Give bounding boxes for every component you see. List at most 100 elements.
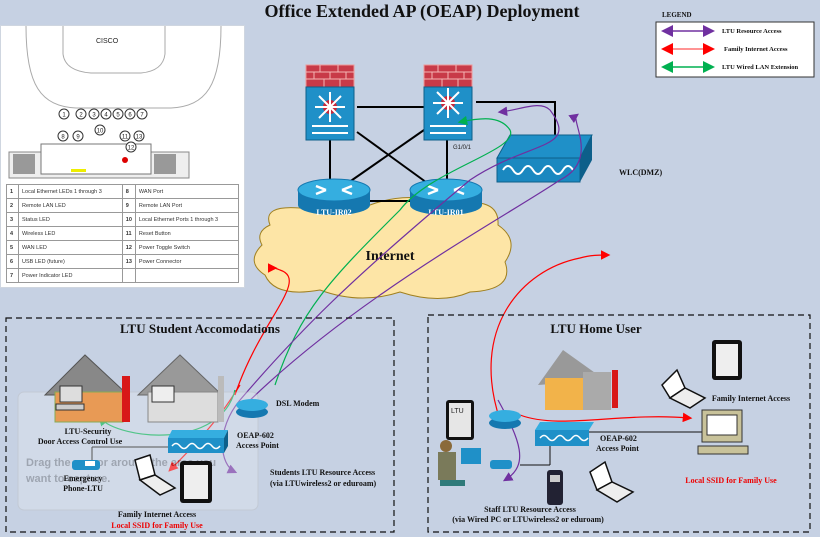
svg-text:8: 8 bbox=[61, 135, 65, 141]
home-router bbox=[489, 410, 521, 429]
ap-label: Access Point bbox=[236, 441, 279, 450]
spec-description bbox=[134, 268, 240, 283]
spec-number: 4 bbox=[6, 226, 19, 241]
phone-label: Phone-LTU bbox=[63, 484, 103, 493]
callout-12: 12 bbox=[125, 141, 137, 153]
callout-4: 4 bbox=[100, 108, 112, 120]
spec-number: 1 bbox=[6, 184, 19, 199]
svg-text:7: 7 bbox=[140, 113, 144, 119]
phone-label: Emergency bbox=[64, 474, 103, 483]
cisco-logo: CISCO bbox=[96, 38, 119, 45]
ap-label: Access Point bbox=[596, 444, 639, 453]
callout-10: 10 bbox=[94, 124, 106, 136]
svg-text:13: 13 bbox=[136, 135, 143, 141]
svg-text:LTU: LTU bbox=[451, 408, 464, 415]
spec-description: WAN LED bbox=[18, 240, 123, 255]
callout-3: 3 bbox=[88, 108, 100, 120]
staff-label: (via Wired PC or LTUwireless2 or eduroam… bbox=[452, 515, 604, 524]
svg-text:LTU Wired LAN Extension: LTU Wired LAN Extension bbox=[722, 64, 799, 71]
spec-description: Status LED bbox=[18, 212, 123, 227]
callout-2: 2 bbox=[75, 108, 87, 120]
tablet-ltu: LTU bbox=[446, 400, 474, 440]
legend-heading: LEGEND bbox=[662, 11, 692, 19]
svg-text:1: 1 bbox=[62, 113, 66, 119]
spec-description: Power Connector bbox=[134, 254, 240, 269]
dsl-modem-student bbox=[236, 399, 268, 418]
tablet-icon bbox=[180, 461, 212, 503]
svg-text:LTU Resource Access: LTU Resource Access bbox=[722, 28, 782, 35]
family-label: Family Internet Access bbox=[118, 510, 196, 519]
ap-label: OEAP-602 bbox=[237, 431, 274, 440]
spec-number bbox=[121, 268, 136, 283]
core-switch-1 bbox=[305, 64, 355, 141]
spec-description: WAN Port bbox=[134, 184, 240, 199]
spec-description: USB LED (future) bbox=[18, 254, 123, 269]
callout-6: 6 bbox=[124, 108, 136, 120]
mobile-phone-icon bbox=[547, 470, 563, 505]
core-links bbox=[329, 101, 556, 202]
wlc-label: WLC(DMZ) bbox=[619, 168, 662, 177]
core-switch-2 bbox=[423, 64, 473, 141]
desktop-pc-icon bbox=[697, 409, 749, 455]
spec-number: 10 bbox=[121, 212, 136, 227]
home-title: LTU Home User bbox=[550, 321, 641, 336]
ssid-label: Local SSID for Family Use bbox=[111, 521, 203, 530]
svg-text:Family Internet Access: Family Internet Access bbox=[724, 46, 788, 53]
spec-description: Power Toggle Switch bbox=[134, 240, 240, 255]
ip-phone-icon bbox=[72, 460, 100, 470]
laptop-icon bbox=[134, 454, 177, 496]
laptop-icon bbox=[661, 368, 707, 409]
laptop-icon bbox=[589, 460, 635, 503]
spec-number: 11 bbox=[121, 226, 136, 241]
oeap-ap-student bbox=[168, 430, 228, 453]
spec-number: 5 bbox=[6, 240, 19, 255]
svg-text:5: 5 bbox=[116, 113, 120, 119]
internet-cloud bbox=[253, 197, 512, 299]
legend-item-wired: LTU Wired LAN Extension bbox=[661, 61, 799, 73]
house-security bbox=[43, 354, 130, 423]
svg-text:4: 4 bbox=[104, 113, 108, 119]
router-label: LTU-IR02 bbox=[316, 208, 351, 217]
resource-label: Students LTU Resource Access bbox=[270, 468, 375, 477]
svg-text:want to capture.: want to capture. bbox=[25, 473, 110, 485]
callout-9: 9 bbox=[72, 130, 84, 142]
page-title: Office Extended AP (OEAP) Deployment bbox=[265, 1, 580, 22]
tablet-icon bbox=[712, 340, 742, 380]
wlc-controller bbox=[496, 134, 593, 183]
legend-item-resource: LTU Resource Access bbox=[661, 25, 782, 37]
home-section bbox=[427, 314, 811, 533]
spec-number: 13 bbox=[121, 254, 136, 269]
callout-5: 5 bbox=[112, 108, 124, 120]
svg-text:3: 3 bbox=[92, 113, 96, 119]
spec-number: 12 bbox=[121, 240, 136, 255]
snipping-tool-overlay: Drag the cursor around the area you want… bbox=[17, 391, 259, 511]
dsl-modem-label: DSL Modem bbox=[276, 399, 320, 408]
security-label: LTU-Security bbox=[65, 427, 112, 436]
oeap-ap-home bbox=[535, 422, 594, 446]
svg-text:9: 9 bbox=[76, 135, 80, 141]
svg-text:11: 11 bbox=[122, 135, 129, 141]
spec-number: 2 bbox=[6, 198, 19, 213]
callout-11: 11 bbox=[119, 130, 131, 142]
svg-text:10: 10 bbox=[97, 129, 104, 135]
spec-description: Power Indicator LED bbox=[18, 268, 123, 283]
router-ltu-ir02: LTU-IR02 bbox=[297, 178, 371, 217]
internet-label: Internet bbox=[366, 249, 415, 264]
router-label: LTU-IR01 bbox=[428, 208, 463, 217]
callout-1: 1 bbox=[58, 108, 70, 120]
student-title: LTU Student Accomodations bbox=[120, 321, 280, 336]
staff-person-icon bbox=[438, 440, 512, 486]
spec-number: 7 bbox=[6, 268, 19, 283]
svg-text:12: 12 bbox=[128, 146, 135, 152]
spec-description: Reset Button bbox=[134, 226, 240, 241]
house-neighbor bbox=[136, 354, 224, 423]
